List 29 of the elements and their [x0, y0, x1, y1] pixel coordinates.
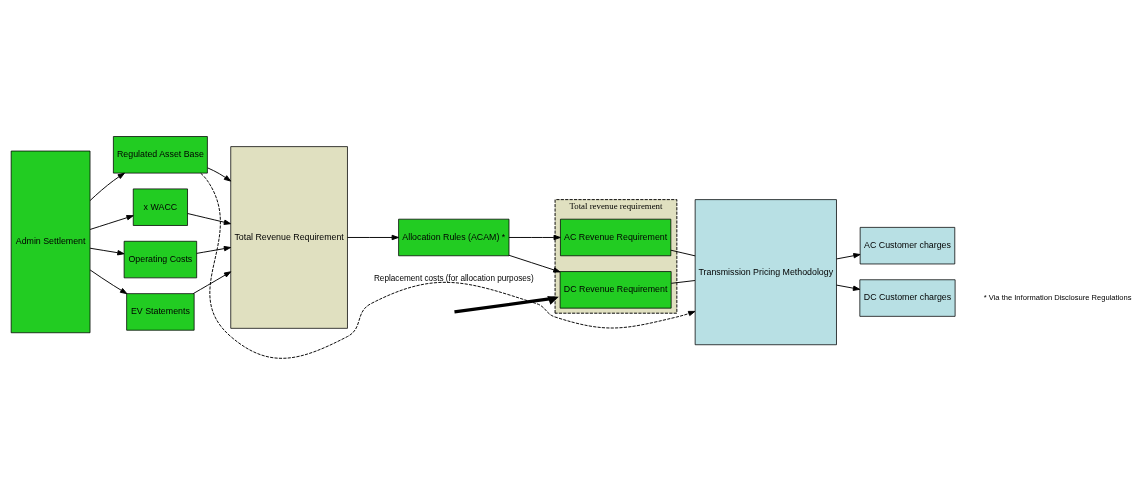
- node-box: AC Customer charges: [859, 227, 956, 265]
- connector: [670, 249, 696, 257]
- arrow: [508, 234, 561, 241]
- arrow: [187, 213, 232, 225]
- connector: [670, 280, 696, 284]
- node-box: Allocation Rules (ACAM) *: [398, 218, 510, 257]
- arrow: [454, 296, 559, 314]
- arrow: [836, 253, 861, 260]
- arrow: [196, 245, 232, 254]
- arrow: [207, 167, 232, 182]
- arrow: [192, 271, 232, 295]
- node-box: Admin Settlement: [10, 150, 91, 334]
- arrow: [89, 215, 134, 230]
- node-box: Regulated Asset Base: [113, 136, 208, 174]
- node-box: Transmission Pricing Methodology: [694, 199, 837, 346]
- node-box: EV Statements: [126, 293, 195, 331]
- arrow: [508, 254, 561, 273]
- arrow: [200, 172, 696, 359]
- node-box: DC Customer charges: [859, 279, 956, 317]
- node-box: x WACC: [132, 188, 188, 226]
- arrow: [89, 247, 125, 256]
- node-box: Operating Costs: [123, 240, 198, 279]
- arrow: [347, 234, 399, 241]
- arrow: [89, 172, 125, 202]
- node-box: DC Revenue Requirement: [559, 271, 672, 309]
- node-box: Total Revenue Requirement: [230, 146, 348, 329]
- node-box: AC Revenue Requirement: [560, 218, 672, 257]
- arrow: [836, 284, 861, 291]
- arrow: [89, 269, 128, 295]
